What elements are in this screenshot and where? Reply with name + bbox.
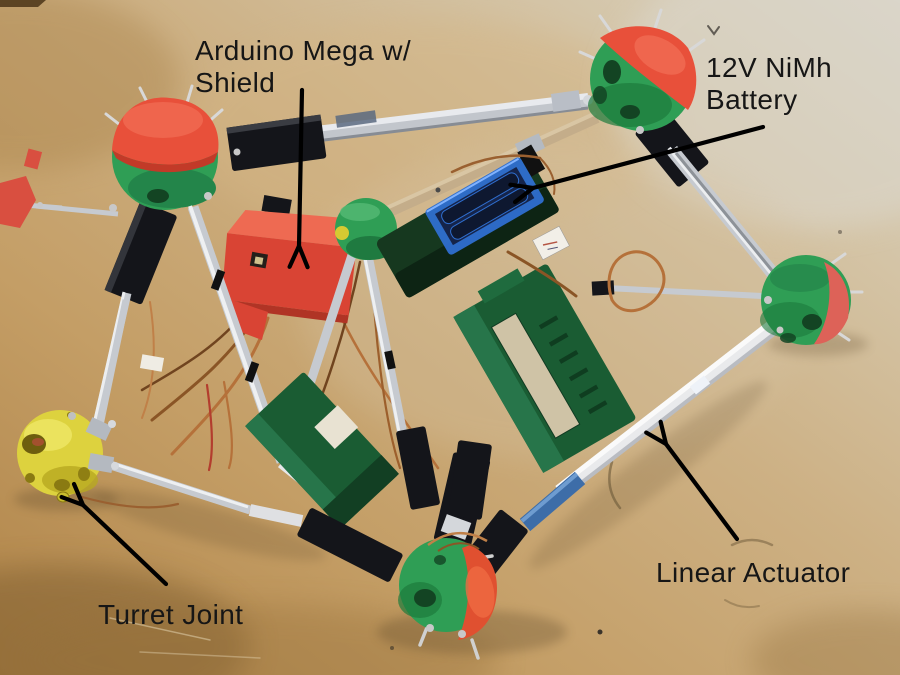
battery-label-line2: Battery <box>706 84 798 115</box>
turret-joint-top-right <box>578 8 706 134</box>
turret-joint-bottom <box>398 514 497 660</box>
turret-joint-label-line1: Turret Joint <box>98 599 244 630</box>
battery-label-line1: 12V NiMh <box>706 52 833 83</box>
battery-label: 12V NiMh Battery <box>706 52 832 116</box>
turret-joint-top-left <box>104 84 224 212</box>
arduino-label-line2: Shield <box>195 67 276 98</box>
bottom-housings <box>396 426 492 520</box>
white-tags <box>139 225 570 372</box>
green-actuator-box-left <box>245 372 399 529</box>
arduino-label-line1: Arduino Mega w/ <box>195 35 412 66</box>
turret-joint-right <box>760 252 864 345</box>
linear-actuator-bottom <box>95 456 403 582</box>
floor-scuffs <box>109 25 842 659</box>
arduino-label: Arduino Mega w/ Shield <box>195 35 411 99</box>
linear-actuator-left <box>92 201 177 431</box>
turret-joint-label: Turret Joint <box>98 599 243 631</box>
linear-actuator-label-line1: Linear Actuator <box>656 557 851 588</box>
green-actuator-box-right <box>453 264 636 473</box>
linear-actuator-label: Linear Actuator <box>656 557 850 589</box>
arduino-box <box>221 195 357 324</box>
turret-joint-yellow <box>17 410 119 503</box>
left-edge-parts <box>0 148 119 228</box>
